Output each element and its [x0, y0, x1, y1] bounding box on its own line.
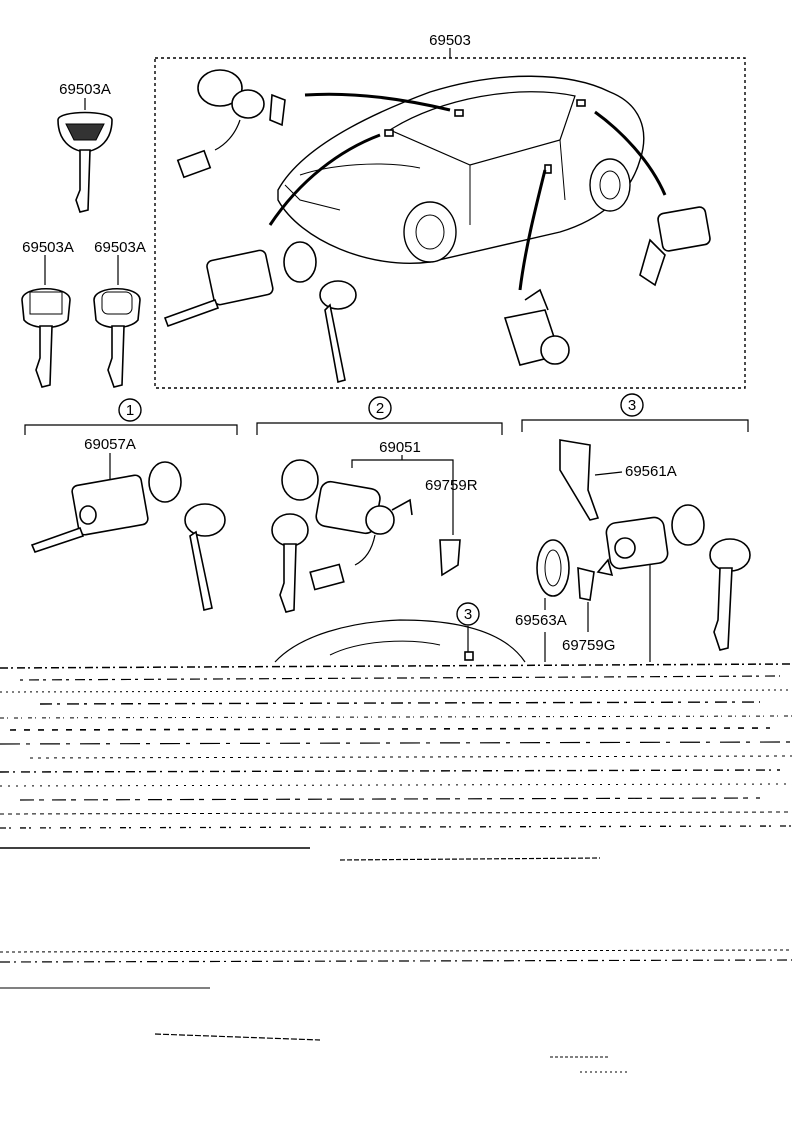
group-1-number: 1	[126, 402, 134, 419]
group-2: 2 69051 69759R	[256, 396, 503, 613]
assembly-trunk-cylinder	[503, 288, 570, 366]
assembly-arrows	[268, 92, 667, 291]
label-door-set: 69051	[379, 439, 421, 456]
label-lever: 69561A	[625, 463, 677, 480]
label-key-top: 69503A	[59, 81, 111, 98]
key-right: 69503A	[93, 239, 146, 388]
group-3-reference: 3	[464, 606, 472, 623]
group-3: 3 69561A 69563A 69759G	[515, 393, 751, 662]
label-spring: 69563A	[515, 612, 567, 629]
car-illustration	[277, 75, 645, 264]
lower-car-partial: 3	[274, 602, 526, 663]
group-2-number: 2	[376, 400, 384, 417]
label-clip-r: 69759R	[425, 477, 478, 494]
assembly-door-cylinder-top	[176, 69, 286, 179]
group-1: 1 69057A	[24, 398, 238, 611]
group-3-number: 3	[628, 397, 636, 414]
label-clip-g: 69759G	[562, 637, 615, 654]
assembly-door-cylinder-right	[639, 206, 711, 287]
scan-noise	[0, 663, 792, 1073]
label-ignition-cylinder: 69057A	[84, 436, 136, 453]
label-key-left: 69503A	[22, 239, 74, 256]
key-left: 69503A	[21, 239, 74, 388]
key-top: 69503A	[57, 81, 113, 213]
assembly-ignition-cylinder	[163, 241, 357, 384]
label-assembly: 69503	[429, 32, 471, 49]
label-key-right: 69503A	[94, 239, 146, 256]
